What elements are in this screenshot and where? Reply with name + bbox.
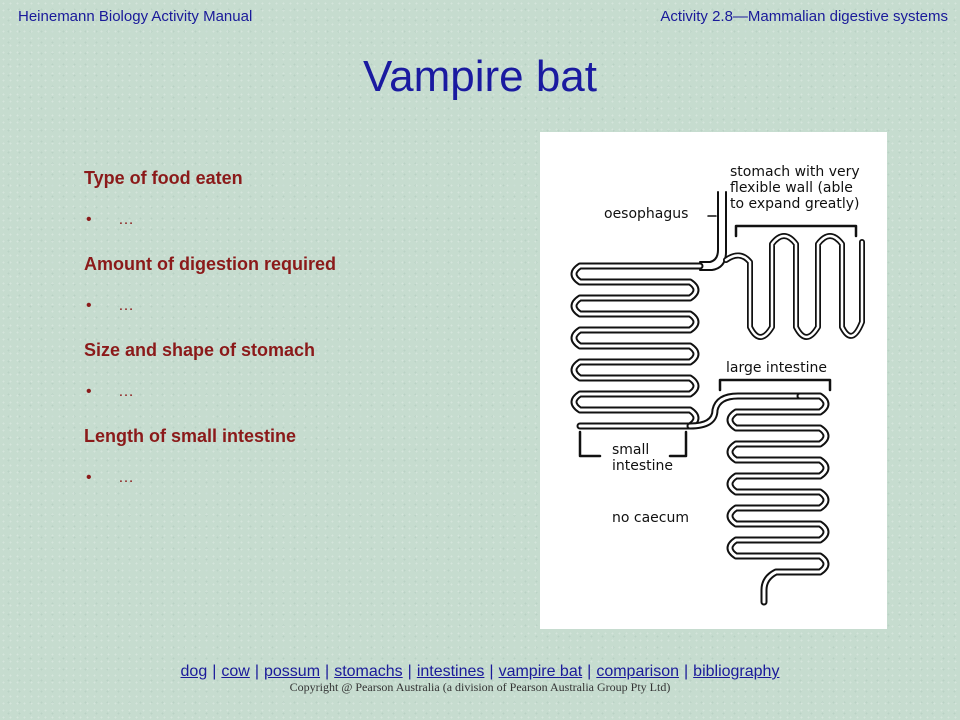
header-right: Activity 2.8—Mammalian digestive systems (660, 8, 948, 25)
nav-separator: | (684, 663, 689, 680)
content-list: Type of food eaten •… Amount of digestio… (84, 165, 504, 509)
nav-link-intestines[interactable]: intestines (416, 663, 485, 680)
nav-separator: | (407, 663, 412, 680)
section-heading-intestine: Length of small intestine (84, 426, 297, 446)
nav-link-vampire-bat[interactable]: vampire bat (498, 663, 583, 680)
section-heading-digestion: Amount of digestion required (84, 254, 336, 274)
nav-link-cow[interactable]: cow (221, 663, 250, 680)
small-intestine-label-line: intestine (612, 458, 674, 474)
nav-link-possum[interactable]: possum (264, 663, 321, 680)
nav-bar: dog|cow|possum|stomachs|intestines|vampi… (0, 663, 960, 681)
digestive-tract-drawing (570, 191, 865, 606)
oesophagus-label: oesophagus (604, 206, 689, 222)
stomach-label-line: flexible wall (able (730, 180, 853, 196)
nav-separator: | (212, 663, 217, 680)
nav-separator: | (587, 663, 592, 680)
header-left: Heinemann Biology Activity Manual (18, 8, 253, 25)
section-bullet-stomach: •… (84, 380, 504, 404)
section-heading-food: Type of food eaten (84, 168, 243, 188)
stomach-label-line: to expand greatly) (730, 196, 860, 212)
nav-separator: | (489, 663, 494, 680)
bullet-dot-icon: • (86, 297, 92, 314)
bullet-text: … (118, 469, 134, 486)
nav-link-bibliography[interactable]: bibliography (693, 663, 780, 680)
bullet-dot-icon: • (86, 383, 92, 400)
nav-link-dog[interactable]: dog (180, 663, 208, 680)
section-bullet-food: •… (84, 208, 504, 232)
section-bullet-digestion: •… (84, 294, 504, 318)
section-heading-stomach: Size and shape of stomach (84, 340, 316, 360)
stomach-label-line: stomach with very (730, 164, 860, 180)
digestive-system-diagram: stomach with very flexible wall (able to… (540, 132, 887, 629)
small-intestine-label: small intestine (612, 442, 673, 474)
bullet-text: … (118, 297, 134, 314)
nav-link-comparison[interactable]: comparison (596, 663, 680, 680)
bullet-text: … (118, 383, 134, 400)
nav-link-stomachs[interactable]: stomachs (334, 663, 403, 680)
bullet-dot-icon: • (86, 211, 92, 228)
caecum-label: no caecum (612, 510, 689, 526)
page-title: Vampire bat (363, 52, 597, 101)
section-bullet-intestine: •… (84, 466, 504, 490)
bullet-text: … (118, 211, 134, 228)
nav-separator: | (325, 663, 330, 680)
bullet-dot-icon: • (86, 469, 92, 486)
small-intestine-label-line: small (612, 442, 650, 458)
nav-separator: | (254, 663, 259, 680)
large-intestine-label: large intestine (726, 360, 827, 376)
stomach-label: stomach with very flexible wall (able to… (730, 164, 860, 212)
copyright-notice: Copyright @ Pearson Australia (a divisio… (289, 680, 671, 694)
